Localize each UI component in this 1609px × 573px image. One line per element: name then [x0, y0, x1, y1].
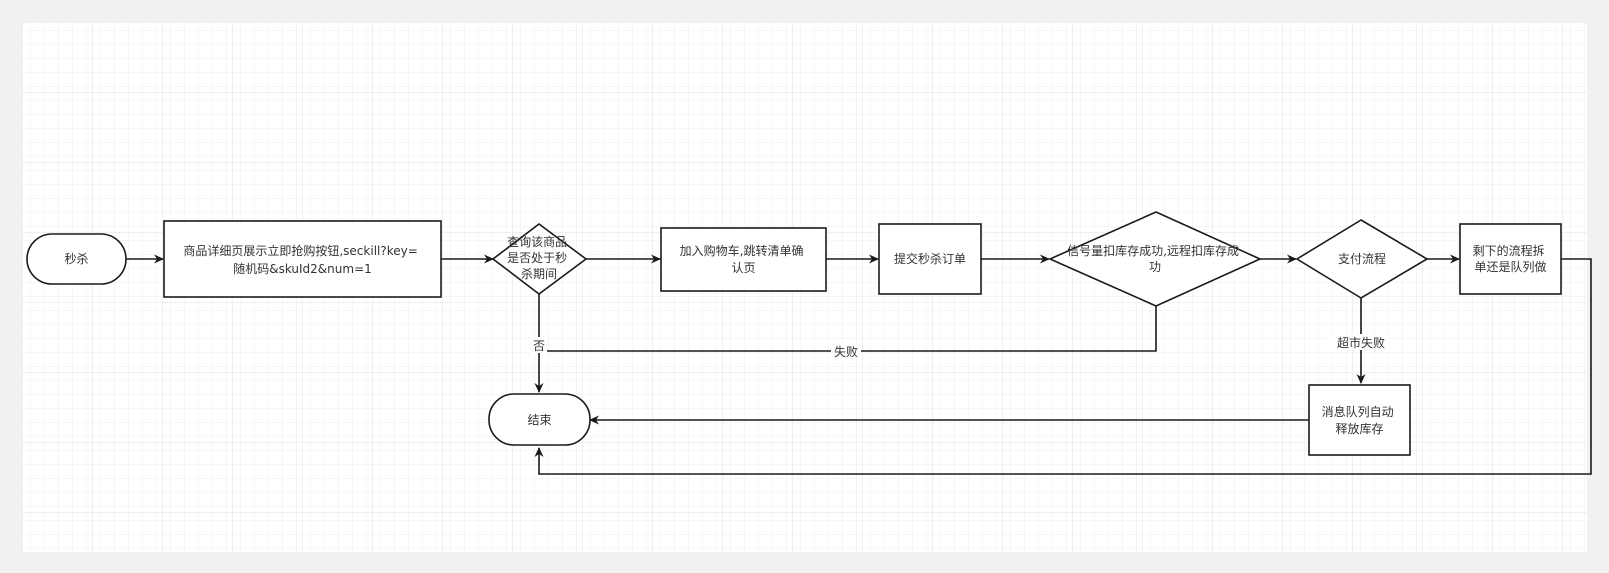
node-check-seckill-period[interactable] — [491, 222, 588, 296]
node-mq-release-label: 消息队列自动 释放库存 — [1322, 404, 1398, 436]
edge-label-bg — [531, 337, 547, 353]
node-check-seckill-period-label: 查询该商品 是否处于秒 杀期间 — [507, 234, 571, 281]
edge-label-bg — [1332, 334, 1390, 350]
node-deduct-inventory[interactable] — [1048, 211, 1262, 307]
node-remaining-process-label: 剩下的流程拆 单还是队列做 — [1473, 243, 1549, 274]
node-remaining-process[interactable] — [1459, 223, 1562, 295]
node-deduct-inventory-label: 信号量扣库存成功,远程扣库存成 功 — [1067, 243, 1243, 274]
node-mq-release[interactable] — [1308, 384, 1411, 456]
node-add-to-cart-label: 加入购物车,跳转清单确 认页 — [680, 243, 808, 275]
edge-remaining-to-end[interactable] — [534, 258, 1592, 475]
edge-label-no: 否 — [533, 339, 545, 353]
edge-deduct-fail-to-end[interactable] — [539, 306, 1157, 352]
node-start-label: 秒杀 — [64, 251, 88, 266]
node-payment-flow-label: 支付流程 — [1338, 251, 1386, 266]
node-start[interactable] — [26, 233, 127, 285]
node-product-detail[interactable] — [163, 220, 442, 298]
node-payment-flow[interactable] — [1295, 219, 1429, 299]
edge-label-fail: 失败 — [834, 344, 858, 359]
node-end[interactable] — [488, 393, 591, 446]
node-product-detail-label: 商品详细页展示立即抢购按钮,seckill?key= 随机码&skuId2&nu… — [183, 243, 421, 276]
edge-label-bg — [831, 343, 861, 359]
node-end-label: 结束 — [527, 413, 551, 427]
node-submit-order-label: 提交秒杀订单 — [894, 251, 966, 266]
node-submit-order[interactable] — [878, 223, 982, 295]
edge-label-timeout-fail: 超市失败 — [1337, 335, 1385, 350]
node-add-to-cart[interactable] — [660, 227, 827, 292]
